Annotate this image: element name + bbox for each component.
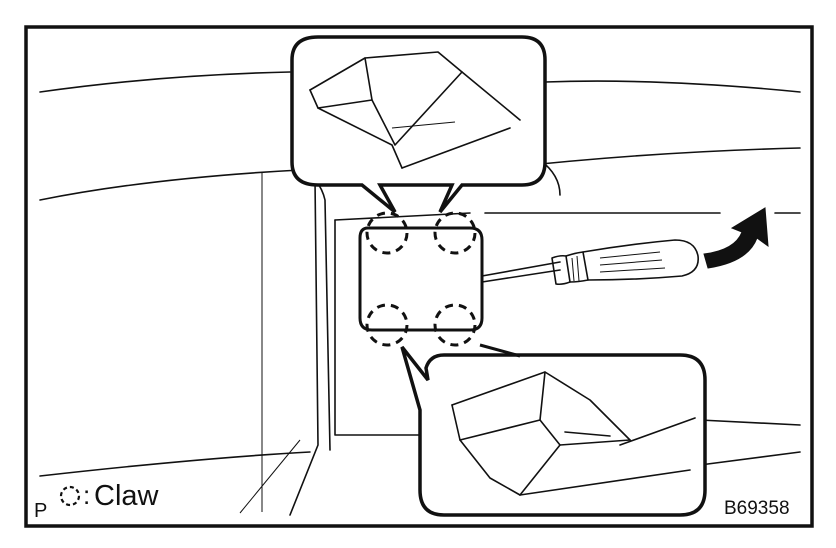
detail-callout-bottom [400, 343, 707, 517]
figure-id: B69358 [724, 498, 790, 519]
curved-arrow-icon [703, 207, 769, 269]
detail-callout-top [290, 35, 547, 214]
figure-border [24, 25, 814, 528]
dashed-circle-icon [59, 485, 81, 507]
legend-colon: : [83, 480, 90, 510]
legend-label: Claw [94, 480, 160, 512]
screwdriver-icon [481, 239, 699, 286]
legend-marker: P [34, 500, 47, 522]
claw-marker-top-left [365, 211, 409, 255]
claw-marker-bottom-left [365, 303, 409, 347]
panel-outline [358, 226, 484, 332]
claw-marker-top-right [433, 211, 477, 255]
legend: P : Claw [34, 480, 160, 522]
claw-marker-bottom-right [433, 303, 477, 347]
